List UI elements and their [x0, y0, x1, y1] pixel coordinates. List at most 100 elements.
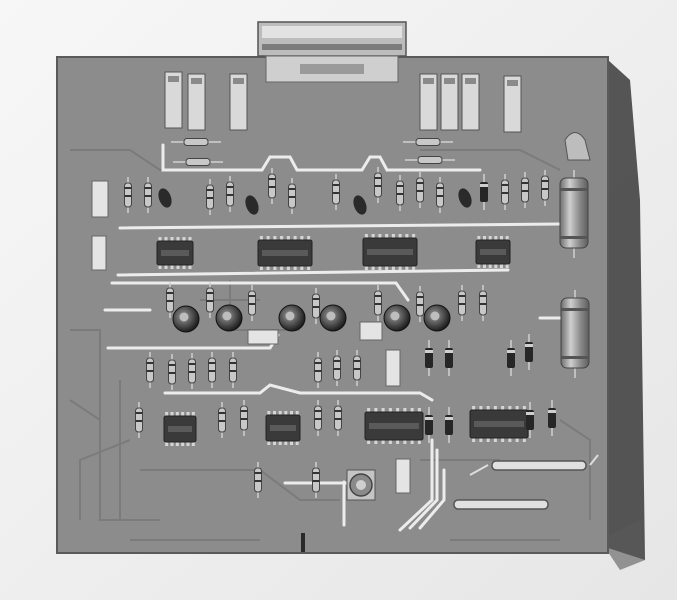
resistor [332, 174, 340, 210]
resistor [312, 462, 320, 498]
diode [525, 334, 533, 370]
resistor [254, 462, 262, 498]
white-block [91, 180, 109, 218]
resistor [521, 172, 529, 208]
trimmer-potentiometer [187, 73, 206, 131]
tantalum-capacitor [353, 195, 367, 215]
white-block [359, 321, 383, 341]
integrated-circuit [469, 406, 529, 442]
trimmer-potentiometers [164, 71, 522, 133]
pcb-trace [140, 469, 340, 501]
resistor [416, 172, 424, 208]
diode [526, 402, 534, 438]
integrated-circuit [265, 411, 301, 445]
resistor [288, 178, 296, 214]
resistor [333, 350, 341, 386]
resistors [124, 138, 549, 498]
pcb-trace [559, 419, 591, 520]
resistor [229, 352, 237, 388]
jumper-wire [110, 281, 410, 302]
resistor [436, 177, 444, 213]
resistor [374, 167, 382, 203]
metal-can-capacitor [560, 290, 590, 378]
resistor [416, 286, 424, 322]
trimmer-potentiometer [419, 73, 438, 131]
resistor [314, 400, 322, 436]
diode [480, 174, 488, 210]
trimmer-potentiometer [440, 73, 459, 131]
jumper-wire [398, 438, 434, 532]
resistor [312, 288, 320, 324]
resistor [458, 285, 466, 321]
white-block [395, 458, 411, 494]
jumper-wire [161, 143, 482, 172]
trimmer-potentiometer [229, 73, 248, 131]
resistor [479, 285, 487, 321]
pcb-trace [420, 149, 561, 171]
diodes [425, 174, 556, 443]
trimmer-potentiometer [503, 75, 522, 133]
resistor [171, 138, 221, 146]
jumper-wire [418, 468, 446, 530]
diode [445, 340, 453, 376]
resistor [240, 400, 248, 436]
jumper-wires [103, 143, 572, 532]
resistor [541, 170, 549, 206]
resistor [403, 138, 453, 146]
metal-can-capacitor [559, 170, 589, 258]
white-block [91, 235, 107, 271]
diode [507, 340, 515, 376]
resistor [501, 174, 509, 210]
resistor [396, 175, 404, 211]
diode [425, 407, 433, 443]
pcb-trace [79, 439, 131, 520]
integrated-circuit [362, 234, 418, 270]
white-blocks [91, 180, 411, 494]
resistor [168, 354, 176, 390]
resistor [146, 352, 154, 388]
diode [548, 400, 556, 436]
integrated-circuit [257, 236, 313, 270]
electrolytic-capacitor [278, 304, 306, 332]
resistor [268, 168, 276, 204]
jumper-wire [408, 448, 439, 530]
pcb-trace [69, 399, 101, 421]
resistor [314, 352, 322, 388]
tantalum-capacitor [158, 188, 172, 208]
resistor [218, 402, 226, 438]
resistor [173, 158, 223, 166]
diode [445, 407, 453, 443]
electrolytic-capacitor [172, 305, 200, 333]
electrolytic-capacitor [319, 304, 347, 332]
corner-tab [301, 132, 591, 552]
trimmer-potentiometer [164, 71, 183, 129]
tantalum-capacitor [245, 195, 259, 215]
white-block [247, 329, 279, 345]
resistor [208, 352, 216, 388]
electrolytic-capacitors [172, 304, 451, 333]
glass-tube-components [453, 454, 599, 510]
resistor [353, 350, 361, 386]
resistor [226, 176, 234, 212]
resistor [206, 282, 214, 318]
resistor [135, 402, 143, 438]
resistor [374, 285, 382, 321]
electrolytic-capacitor [423, 304, 451, 332]
pcb-trace [70, 329, 160, 521]
board-shadow [608, 60, 645, 560]
integrated-circuit [163, 412, 197, 446]
resistor [124, 177, 132, 213]
resistor [188, 353, 196, 389]
jumper-wire [118, 222, 562, 230]
board-shadow-lower [600, 520, 645, 570]
diode [425, 340, 433, 376]
edge-connector [257, 21, 407, 83]
resistor [166, 282, 174, 318]
resistor [248, 285, 256, 321]
electrolytic-capacitor [215, 304, 243, 332]
transistor-can [346, 469, 376, 501]
integrated-circuit [475, 236, 511, 268]
integrated-circuits [156, 234, 529, 446]
metal-can-capacitors [559, 170, 590, 378]
